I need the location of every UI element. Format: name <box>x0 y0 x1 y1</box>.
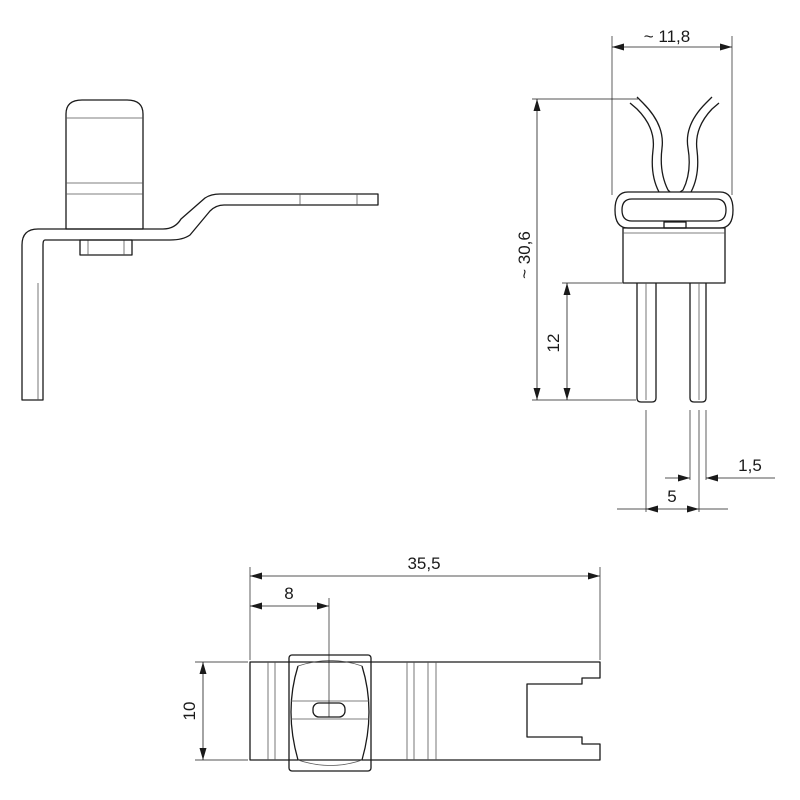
dim-height-total: ~ 30,6 <box>515 231 534 279</box>
top-view: 35,5 8 10 <box>180 554 601 772</box>
dim-pin-length: 12 <box>544 334 563 353</box>
side-view <box>21 99 379 401</box>
dim-overall-length: 35,5 <box>407 554 440 573</box>
dim-pin-spacing: 5 <box>667 487 676 506</box>
dim-offset: 8 <box>284 584 293 603</box>
dim-pin-width: 1,5 <box>738 456 762 475</box>
dim-width-top: ~ 11,8 <box>644 27 690 46</box>
dim-body-width: 10 <box>180 702 199 721</box>
front-view: ~ 11,8 ~ 30,6 12 1,5 5 <box>515 27 775 513</box>
